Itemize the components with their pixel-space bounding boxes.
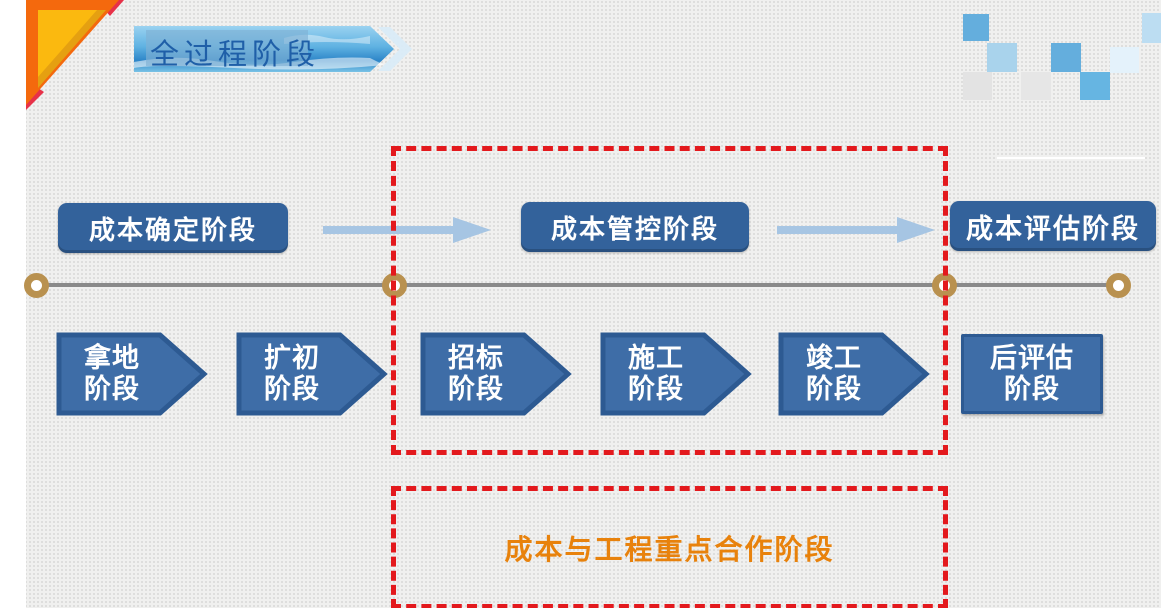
- phase-label: 成本确定阶段: [88, 214, 257, 245]
- chevron-shape-icon: [56, 332, 208, 416]
- mosaic-square: [963, 14, 989, 41]
- flow-arrow-icon: [323, 217, 491, 243]
- stage-label-line: 施工: [628, 343, 684, 373]
- phase-box-cost-determination: 成本确定阶段: [58, 203, 288, 253]
- stage-label-line: 拿地: [84, 343, 140, 373]
- divider-line: [997, 157, 1145, 159]
- mosaic-square: [1021, 72, 1051, 100]
- mosaic-square: [1142, 13, 1161, 43]
- timeline-node: [24, 273, 49, 298]
- stage-label-line: 阶段: [264, 374, 320, 404]
- title-banner: [134, 26, 412, 72]
- flow-arrow-icon: [777, 217, 935, 243]
- cooperation-note-label: 成本与工程重点合作阶段: [504, 534, 835, 565]
- stage-box-construction: 施工 阶段: [600, 332, 752, 416]
- chevron-shape-icon: [420, 332, 572, 416]
- mosaic-square: [1080, 72, 1110, 100]
- stage-label-line: 阶段: [84, 374, 140, 404]
- phase-label: 成本评估阶段: [966, 213, 1140, 244]
- phase-box-cost-evaluation: 成本评估阶段: [950, 201, 1156, 251]
- stage-box-completion: 竣工 阶段: [778, 332, 930, 416]
- left-margin: [0, 0, 26, 608]
- stage-box-post-evaluation: 后评估 阶段: [961, 334, 1103, 414]
- banner-title: 全过程阶段: [150, 39, 321, 71]
- stage-label-line: 阶段: [628, 374, 684, 404]
- stage-box-land-acquisition: 拿地 阶段: [56, 332, 208, 416]
- stage-box-preliminary-design: 扩初 阶段: [236, 332, 388, 416]
- timeline-node: [382, 273, 407, 298]
- mosaic-square: [1051, 43, 1081, 72]
- mosaic-square: [963, 72, 992, 100]
- stage-label-line: 后评估: [990, 343, 1074, 373]
- mosaic-square: [987, 43, 1017, 72]
- mosaic-square: [1110, 47, 1139, 73]
- chevron-shape-icon: [600, 332, 752, 416]
- stage-label-line: 阶段: [448, 374, 504, 404]
- phase-box-cost-control: 成本管控阶段: [521, 202, 749, 252]
- stage-label-line: 招标: [448, 343, 504, 373]
- stage-box-bidding: 招标 阶段: [420, 332, 572, 416]
- phase-label: 成本管控阶段: [550, 213, 719, 244]
- stage-label-line: 阶段: [1004, 374, 1060, 404]
- stage-label-line: 阶段: [806, 374, 862, 404]
- timeline-node: [1106, 273, 1131, 298]
- corner-ornament-icon: [26, 0, 124, 110]
- timeline-line: [32, 283, 1122, 287]
- stage-label-line: 扩初: [264, 343, 320, 373]
- stage-label-line: 竣工: [806, 343, 862, 373]
- chevron-shape-icon: [236, 332, 388, 416]
- timeline-node: [932, 273, 957, 298]
- chevron-shape-icon: [778, 332, 930, 416]
